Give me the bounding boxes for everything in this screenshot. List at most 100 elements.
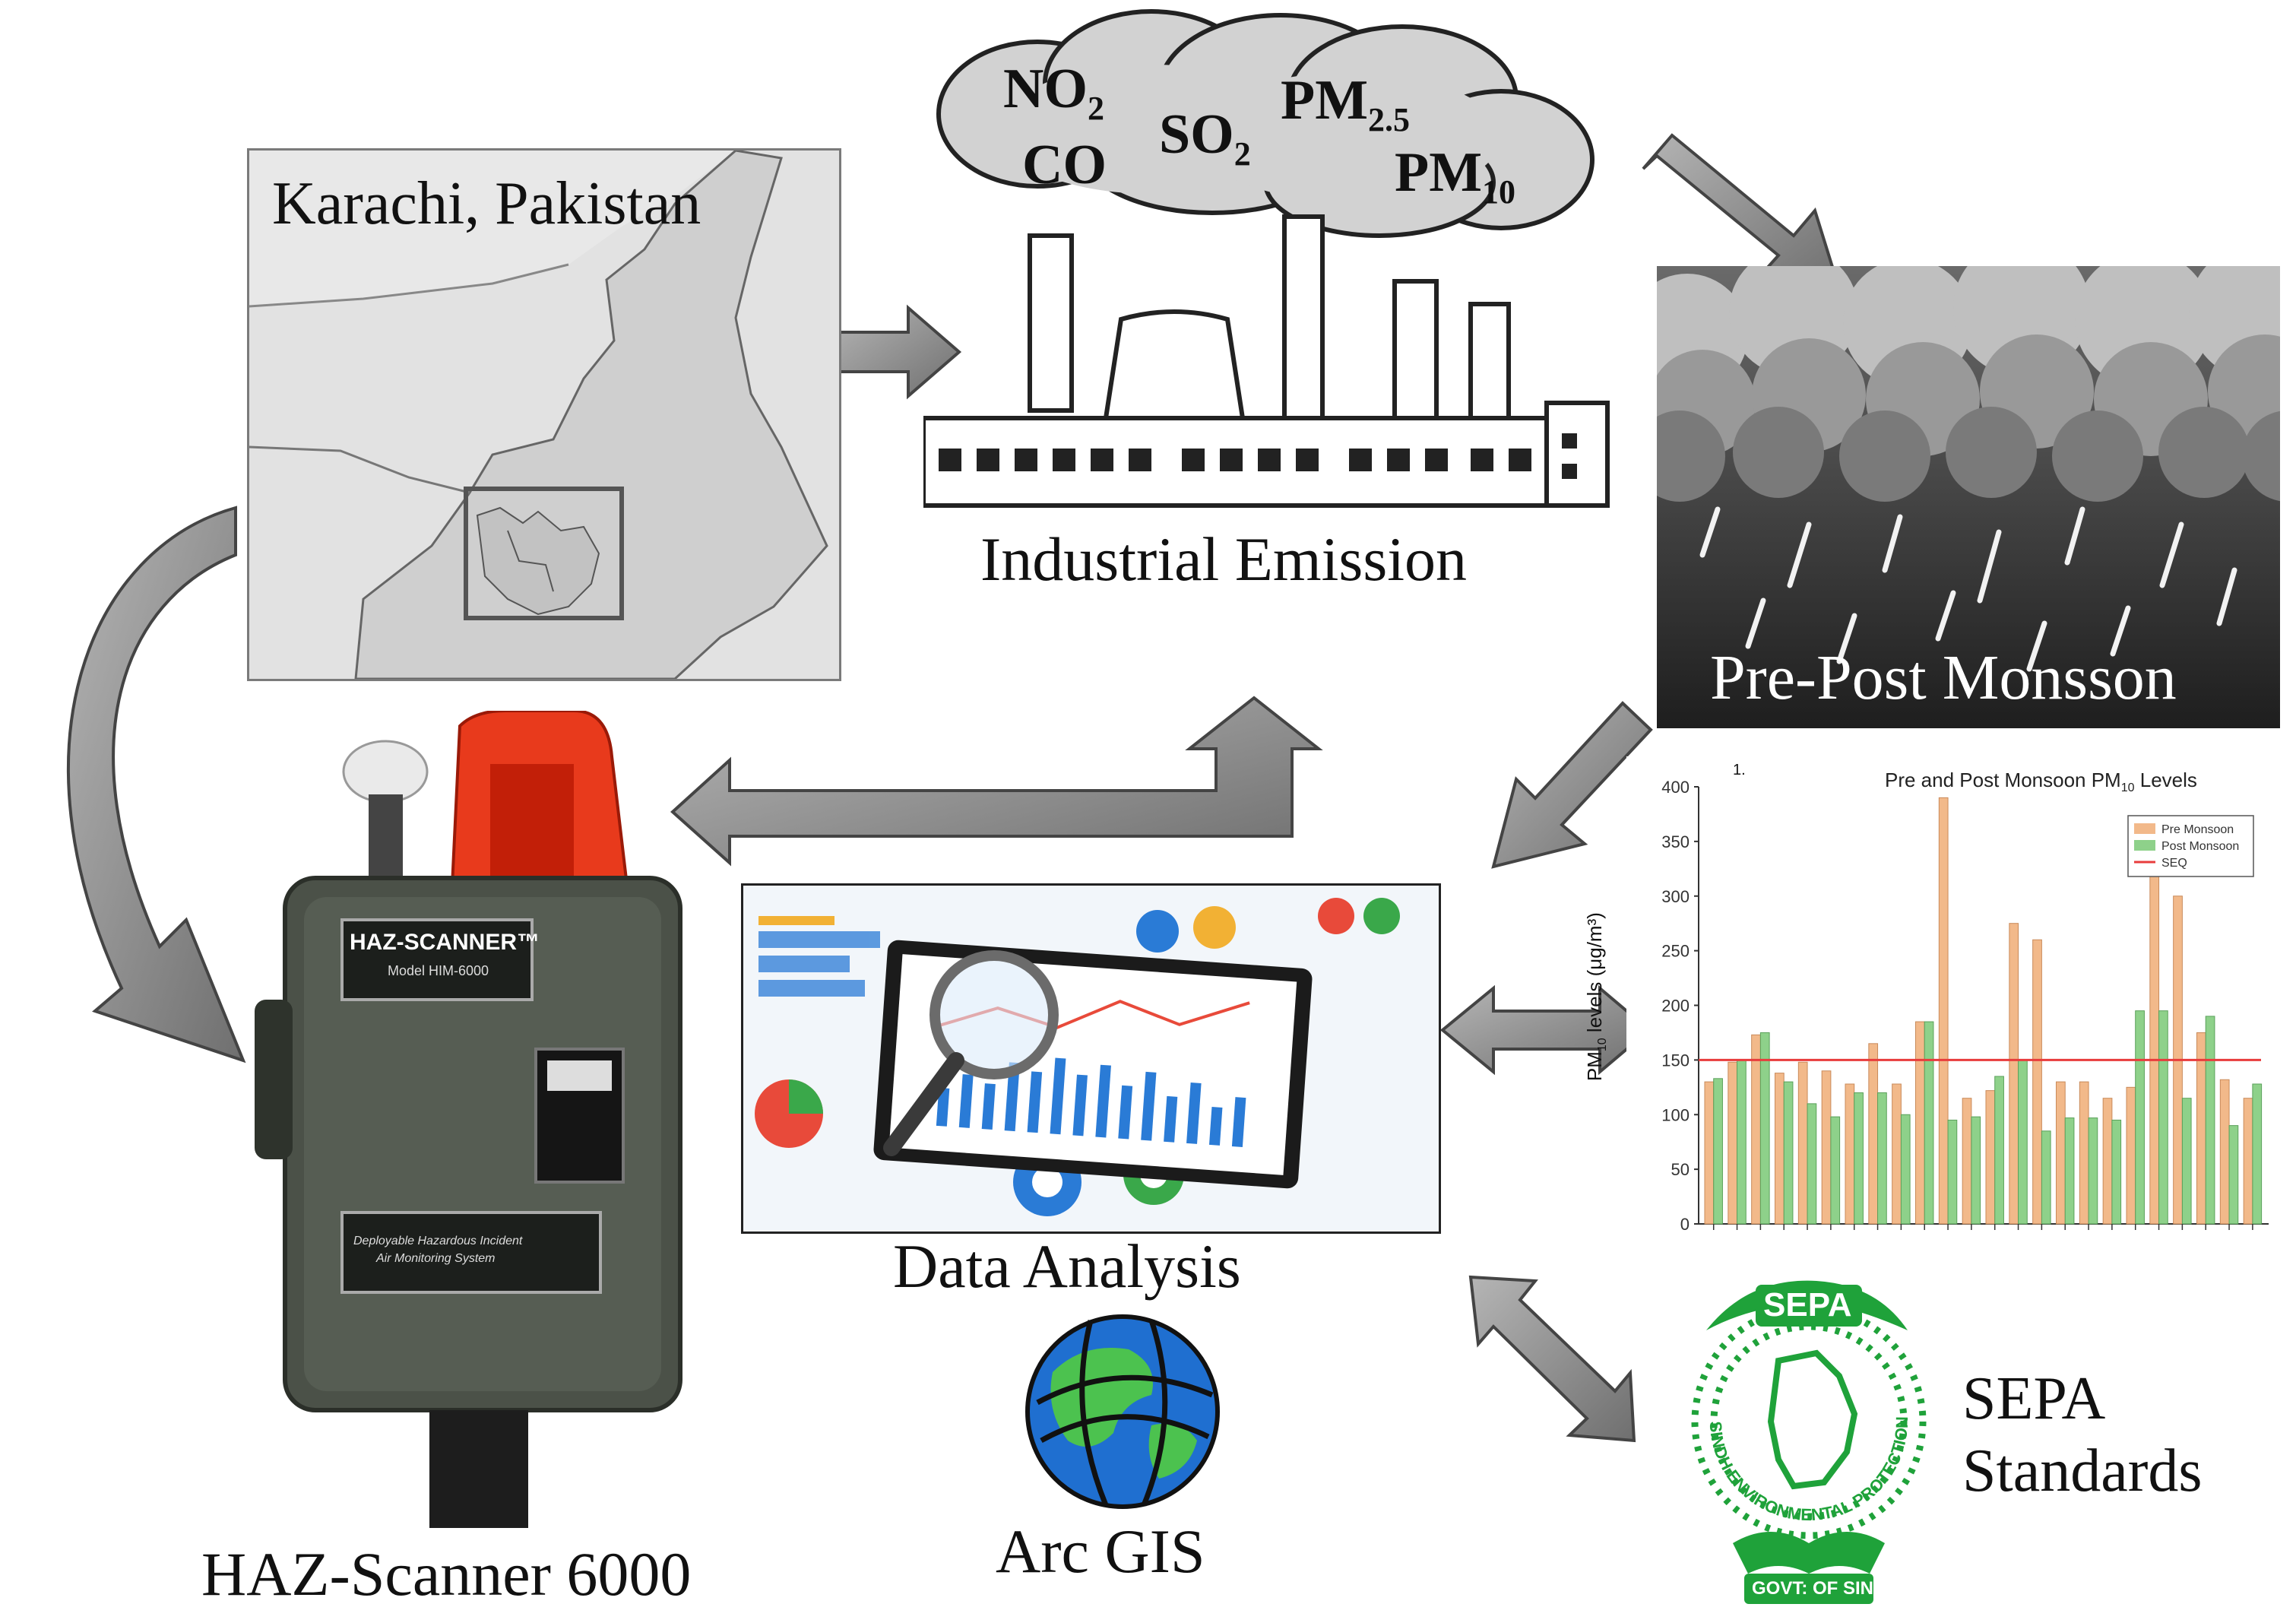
bar-post-monsoon <box>1854 1092 1864 1225</box>
arrow-map-to-emission <box>834 304 962 400</box>
scanner-plate-model: Model HIM-6000 <box>388 963 489 978</box>
bar-pre-monsoon <box>1938 797 1949 1225</box>
bar-pre-monsoon <box>1985 1090 1996 1225</box>
sepa-caption-1: SEPA <box>1962 1365 2106 1432</box>
bar-post-monsoon <box>2135 1010 2145 1225</box>
sepa-logo <box>1691 1280 1927 1604</box>
bar-pre-monsoon <box>2196 1032 2206 1225</box>
plate-top <box>340 918 534 1001</box>
bar-pre-monsoon <box>1845 1083 1855 1225</box>
pollutant-co: CO <box>1022 134 1107 196</box>
pollutant-so2: SO2 <box>1159 103 1251 173</box>
bar-post-monsoon <box>1807 1103 1817 1225</box>
scanner-plate-title: HAZ-SCANNER™ <box>350 930 540 955</box>
sepa-caption-2: Standards <box>1962 1438 2203 1504</box>
scanner-plate-bottom-2: Air Monitoring System <box>376 1252 496 1265</box>
bar-post-monsoon <box>2088 1117 2098 1225</box>
bar-post-monsoon <box>2041 1130 2051 1225</box>
bar-post-monsoon <box>1830 1116 1841 1225</box>
bar-post-monsoon <box>2158 1010 2168 1225</box>
sepa-govt-text: GOVT: OF SINDH <box>1752 1578 1900 1599</box>
bar-pre-monsoon <box>1821 1070 1832 1225</box>
arrow-monsoon-to-chart <box>1491 701 1653 869</box>
bar-post-monsoon <box>2252 1083 2263 1225</box>
legend-swatch <box>2134 823 2155 834</box>
bar-post-monsoon <box>1713 1078 1723 1225</box>
bar-pre-monsoon <box>2102 1098 2113 1225</box>
bar-post-monsoon <box>1877 1092 1887 1225</box>
sindh-map-outline <box>1767 1349 1858 1490</box>
map-title: Karachi, Pakistan <box>272 170 701 237</box>
arrow-analysis-to-scanner <box>670 696 1323 867</box>
bar-post-monsoon <box>1783 1081 1794 1225</box>
mount-pole <box>429 1410 528 1528</box>
bar-pre-monsoon <box>2126 1086 2136 1225</box>
factory-illustration <box>923 9 1610 508</box>
magnifier-icon <box>883 950 1059 1156</box>
legend-label: Pre Monsoon <box>2161 823 2234 836</box>
y-tick-label: 250 <box>1661 942 1690 961</box>
legend-swatch <box>2134 840 2155 851</box>
karachi-inset-box <box>464 487 624 620</box>
bar-post-monsoon <box>1737 1059 1747 1225</box>
plate-bottom <box>340 1211 602 1294</box>
y-tick-label: 100 <box>1661 1105 1690 1124</box>
haz-scanner-device <box>255 711 682 1528</box>
gps-antenna <box>342 740 429 804</box>
bar-post-monsoon <box>2205 1016 2215 1225</box>
y-tick-label: 50 <box>1671 1160 1690 1179</box>
y-tick-label: 0 <box>1680 1215 1690 1234</box>
bar-post-monsoon <box>1900 1114 1911 1225</box>
chart-y-label: PM10 levels (μg/m³) <box>1582 912 1610 1082</box>
monsoon-panel: Pre-Post Monsson <box>1657 266 2280 728</box>
arrow-map-to-scanner <box>67 506 246 1064</box>
clipboard <box>873 940 1313 1189</box>
bar-pre-monsoon <box>2149 830 2160 1225</box>
bar-post-monsoon <box>2064 1117 2075 1225</box>
sepa-ring-label: SINDH ENVIRONMENTAL PROTECTION AGENCY <box>1664 1270 1911 1524</box>
smoke-cloud-fill <box>999 65 1501 201</box>
pollutant-no2: NO2 <box>1003 58 1104 127</box>
bar-post-monsoon <box>2228 1125 2239 1225</box>
pollutant-pm25: PM2.5 <box>1281 69 1411 138</box>
sepa-ring-text: SINDH ENVIRONMENTAL PROTECTION AGENCY <box>1664 1270 1911 1524</box>
factory-windows <box>939 433 1577 479</box>
globe-icon <box>1025 1314 1220 1509</box>
bar-pre-monsoon <box>1704 1081 1715 1225</box>
bar-pre-monsoon <box>1751 1034 1761 1225</box>
bar-post-monsoon <box>2111 1119 2122 1225</box>
bar-pre-monsoon <box>2243 1098 2253 1225</box>
sepa-logo-text: SEPA <box>1763 1286 1852 1323</box>
monsoon-caption: Pre-Post Monsson <box>1710 642 2177 713</box>
bar-post-monsoon <box>1947 1119 1958 1225</box>
y-tick-label: 400 <box>1661 778 1690 797</box>
raindrops <box>1699 506 2237 672</box>
bar-pre-monsoon <box>2009 923 2019 1225</box>
hands-icon <box>1733 1532 1885 1574</box>
bar-post-monsoon <box>2018 1059 2028 1225</box>
chart-corner-mark: 1. <box>1733 762 1746 778</box>
bar-post-monsoon <box>1924 1021 1934 1225</box>
bar-post-monsoon <box>1971 1116 1981 1225</box>
svg-text:SINDH ENVIRONMENTAL PROTECTION: SINDH ENVIRONMENTAL PROTECTION AGENCY <box>1664 1270 1911 1524</box>
rain-clouds <box>1657 266 2280 672</box>
bar-pre-monsoon <box>1868 1043 1879 1225</box>
y-tick-label: 150 <box>1661 1051 1690 1070</box>
bar-post-monsoon <box>1759 1032 1770 1225</box>
bar-post-monsoon <box>2181 1098 2192 1225</box>
bar-pre-monsoon <box>2219 1079 2230 1225</box>
legend-label: Post Monsoon <box>2161 840 2239 853</box>
scanner-plate-bottom-1: Deployable Hazardous Incident <box>353 1235 523 1247</box>
bar-pre-monsoon <box>2032 939 2042 1225</box>
gis-caption: Arc GIS <box>996 1517 1205 1586</box>
y-tick-label: 350 <box>1661 832 1690 851</box>
analysis-graphic <box>743 886 1439 1232</box>
bar-pre-monsoon <box>1892 1083 1902 1225</box>
arrow-analysis-sepa <box>1468 1275 1636 1443</box>
map-panel: Karachi, Pakistan <box>247 148 841 681</box>
emission-caption: Industrial Emission <box>980 525 1468 594</box>
y-tick-label: 200 <box>1661 997 1690 1016</box>
legend-label: SEQ <box>2161 857 2187 870</box>
